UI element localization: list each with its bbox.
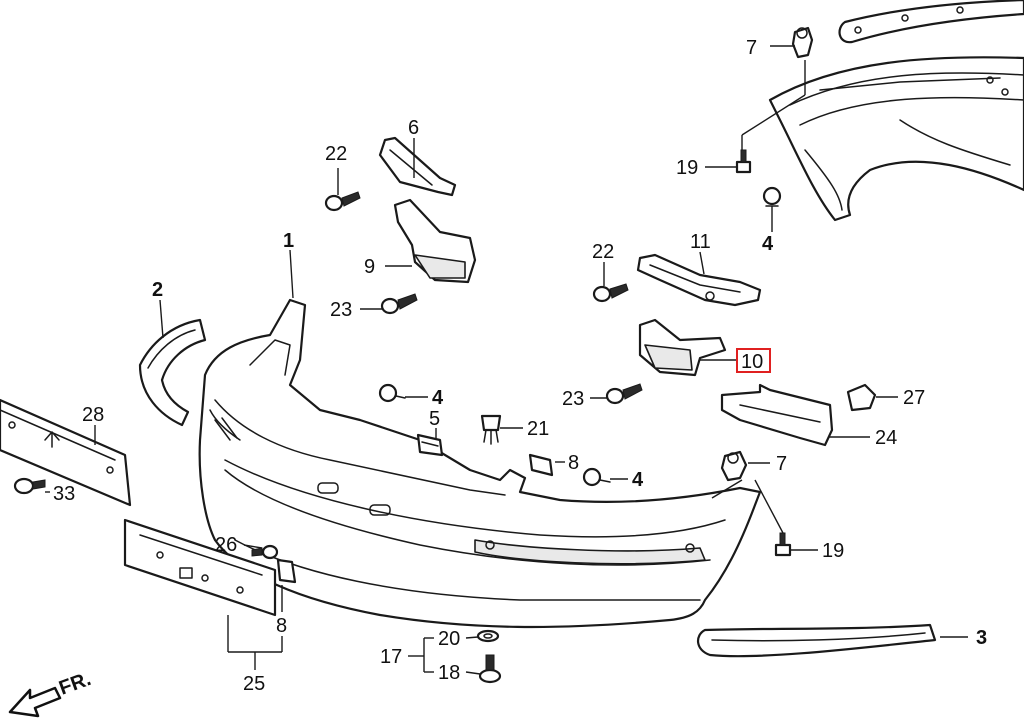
callout-17: 17 — [380, 646, 402, 668]
callout-7-right: 7 — [776, 453, 787, 475]
screw-33 — [13, 477, 46, 495]
side-bracket-upper-right — [636, 253, 762, 307]
leader-lines — [45, 45, 968, 675]
clip-4-right — [582, 467, 611, 487]
callout-10: 10 — [741, 351, 763, 373]
callout-2: 2 — [152, 279, 163, 301]
callout-19-bottom: 19 — [822, 540, 844, 562]
callout-11: 11 — [690, 231, 711, 253]
clip-21 — [480, 414, 502, 445]
callout-28: 28 — [82, 404, 104, 426]
lower-molding — [697, 623, 937, 658]
bracket-clip-8-left — [276, 558, 297, 584]
callout-22-left: 22 — [325, 143, 347, 165]
bolt-22-right — [592, 283, 629, 303]
clip-7-right — [720, 450, 748, 482]
screw-19-top — [735, 149, 752, 174]
callout-24: 24 — [875, 427, 897, 449]
screw-26 — [251, 544, 279, 560]
callout-23-right: 23 — [562, 388, 584, 410]
callout-9: 9 — [364, 256, 375, 278]
side-spacer-left — [138, 318, 207, 427]
bolt-22-left — [324, 191, 361, 212]
callout-25: 25 — [243, 673, 265, 695]
callout-4-right: 4 — [632, 469, 644, 491]
front-direction-label: FR. — [56, 668, 94, 700]
clip-4-left — [378, 383, 406, 403]
mount-bracket-right — [638, 318, 727, 377]
callout-23-left: 23 — [330, 299, 352, 321]
callout-labels: 1 2 3 4 4 4 5 6 7 7 8 8 9 10 11 17 18 19… — [53, 37, 987, 695]
callout-3: 3 — [976, 627, 987, 649]
callout-33: 33 — [53, 483, 75, 505]
callout-1: 1 — [283, 230, 294, 252]
callout-18: 18 — [438, 662, 460, 684]
callout-21: 21 — [527, 418, 549, 440]
highlight-box-10 — [736, 348, 771, 373]
mount-bracket-left — [393, 198, 477, 284]
callout-22-right: 22 — [592, 241, 614, 263]
bracket-clip-8-center — [528, 453, 554, 477]
callout-4-top: 4 — [762, 233, 774, 255]
front-arrow-icon — [8, 686, 62, 718]
callout-4-left: 4 — [432, 387, 444, 409]
bolt-18 — [478, 654, 502, 684]
callout-27: 27 — [903, 387, 925, 409]
retainer-clip-27 — [846, 383, 877, 412]
callout-20: 20 — [438, 628, 460, 650]
callout-26: 26 — [215, 534, 237, 556]
callout-8-center: 8 — [568, 452, 579, 474]
screw-19-bottom — [774, 532, 792, 557]
license-plate-base — [0, 398, 132, 507]
clip-4-top — [762, 186, 782, 207]
callout-7-top: 7 — [746, 37, 757, 59]
callout-5: 5 — [429, 408, 440, 430]
rear-bumper-trim-strip — [838, 0, 1024, 44]
side-bracket-upper-left — [378, 136, 457, 197]
bolt-23-left — [380, 293, 418, 315]
callout-6: 6 — [408, 117, 419, 139]
callout-8-lower: 8 — [276, 615, 287, 637]
callout-19-top: 19 — [676, 157, 698, 179]
front-bumper-cover — [198, 298, 762, 629]
bracket-clip-5 — [416, 433, 444, 457]
clip-7-top — [791, 26, 814, 59]
license-plate-bracket — [123, 518, 277, 617]
bumper-absorber-pad — [720, 383, 834, 447]
washer-20 — [476, 629, 500, 643]
rear-bumper-cover — [768, 56, 1024, 222]
front-direction-indicator: FR. — [8, 668, 94, 718]
bolt-23-right — [605, 383, 643, 405]
